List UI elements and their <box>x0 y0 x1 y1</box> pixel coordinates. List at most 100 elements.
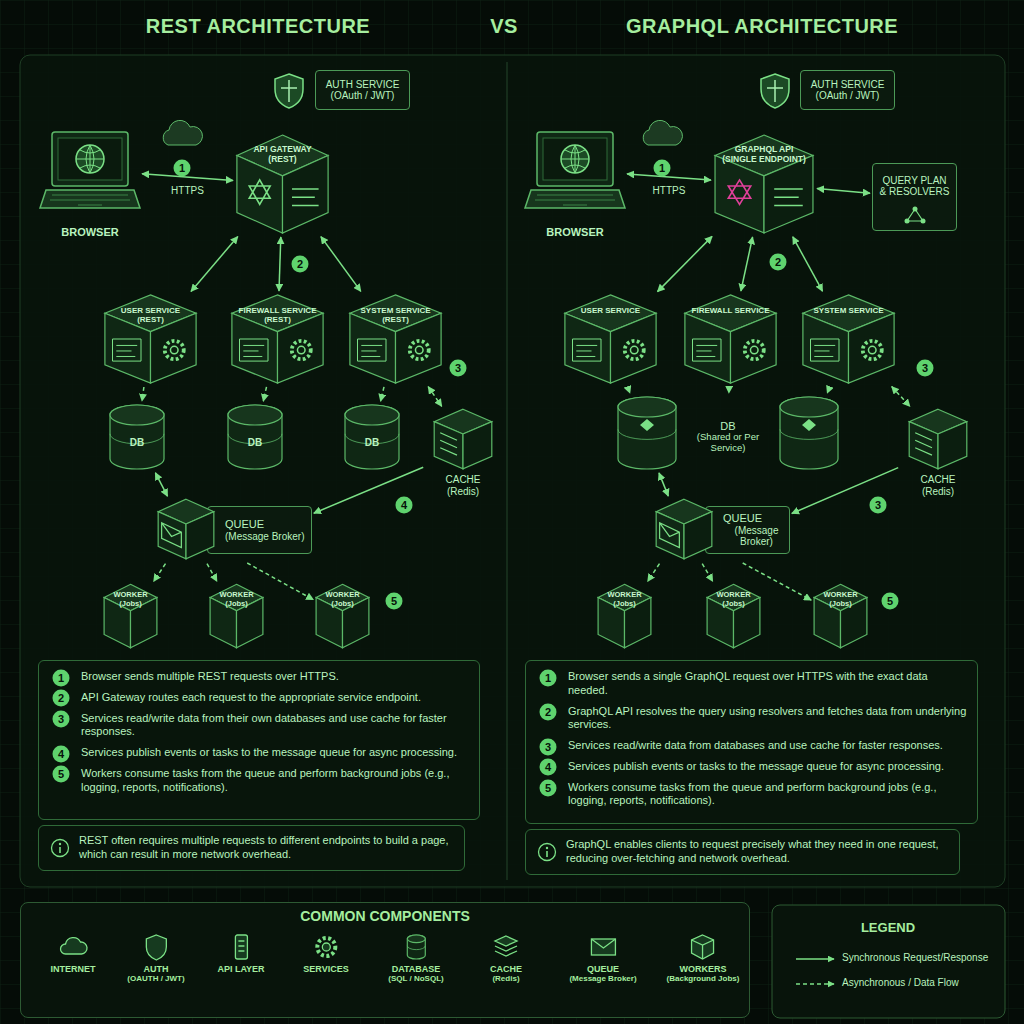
node-label: CACHE <box>490 964 522 974</box>
shape-part <box>915 433 932 455</box>
component-icon <box>401 933 431 961</box>
sync-connector <box>741 237 753 291</box>
node-sublabel: (Jobs) <box>829 600 852 609</box>
shape-part <box>618 397 676 417</box>
node-label: COMMON COMPONENTS <box>300 908 470 924</box>
auth-service-box: AUTH SERVICE(OAuth / JWT) <box>315 70 410 110</box>
database-cylinder: DB <box>343 403 401 471</box>
node-label: USER SERVICE <box>121 306 180 315</box>
callout-number: 5 <box>882 593 899 610</box>
shape-part <box>292 189 319 205</box>
shape-part <box>110 405 164 469</box>
cache-cube: CACHE(Redis) <box>425 408 501 506</box>
node-shape <box>343 403 401 471</box>
shape-part <box>660 523 680 548</box>
node-label: CACHE <box>920 474 955 486</box>
node-sublabel: (Message Broker) <box>225 531 304 543</box>
shape-part <box>543 138 607 180</box>
shape-part <box>240 339 269 361</box>
component-item: WORKERS(Background Jobs) <box>667 931 740 984</box>
callout-number: 5 <box>386 593 403 610</box>
node-label: FIREWALL SERVICE <box>239 306 317 315</box>
shape-part <box>237 155 283 233</box>
node-sublabel: API Gateway routes each request to the a… <box>81 691 469 705</box>
node-label: FIREWALL SERVICE <box>692 306 770 315</box>
node-label: GraphQL enables clients to request preci… <box>566 838 949 866</box>
node-shape <box>226 403 284 471</box>
component-icon <box>141 933 171 961</box>
async-connector <box>702 564 713 582</box>
node-shape <box>908 408 968 470</box>
shape-part <box>322 943 330 951</box>
shape-part <box>146 935 166 960</box>
sync-connector <box>793 237 823 291</box>
service-cube: USER SERVICE <box>563 293 658 385</box>
queue-broker: QUEUE(Message Broker) <box>157 498 312 562</box>
steps-panel: Browser sends multiple REST requests ove… <box>38 660 480 820</box>
shape-part <box>692 940 714 959</box>
shape-part <box>912 207 917 212</box>
async-connector <box>827 387 829 393</box>
async-connector <box>628 387 630 393</box>
node-sublabel: (Redis) <box>447 486 479 498</box>
node-label: Browser sends a single GraphQL request o… <box>568 670 967 698</box>
shape-part <box>52 132 128 186</box>
shape-part <box>249 180 270 204</box>
legend-title: LEGEND <box>861 920 915 935</box>
section-title: VS <box>490 15 518 38</box>
node-sublabel: (SINGLE ENDPOINT) <box>722 155 806 165</box>
node-label: Browser sends multiple REST requests ove… <box>81 670 469 684</box>
queue-frame <box>207 506 312 554</box>
node-sublabel: (Jobs) <box>613 600 636 609</box>
sync-connector <box>321 237 361 292</box>
node-sublabel: (Jobs) <box>119 600 142 609</box>
steps-panel: Browser sends a single GraphQL request o… <box>525 660 978 824</box>
shape-part <box>243 345 264 356</box>
shape-part <box>868 346 876 353</box>
node-label: SYSTEM SERVICE <box>813 306 883 315</box>
section-title: REST ARCHITECTURE <box>146 15 370 38</box>
component-icon <box>688 933 718 961</box>
legend-sample-dashed <box>796 983 834 985</box>
node-sublabel: (Shared or Per Service) <box>680 432 776 454</box>
node-sublabel: (REST) <box>268 155 296 165</box>
shape-part <box>618 397 676 469</box>
shape-part <box>228 405 282 425</box>
sync-connector <box>658 236 713 291</box>
shape-part <box>317 938 335 956</box>
divider <box>507 62 508 880</box>
api-gateway-cube: API GATEWAY(REST) <box>235 133 330 235</box>
node-sublabel: (Background Jobs) <box>667 974 740 983</box>
callout-number: 3 <box>53 711 70 728</box>
shape-part <box>811 339 840 361</box>
info-icon <box>50 838 70 858</box>
resolver-icon <box>903 205 927 225</box>
edge-label: HTTPS <box>651 184 688 195</box>
sync-connector <box>155 473 167 496</box>
node-label: BROWSER <box>61 226 118 239</box>
shape-part <box>546 851 548 857</box>
shape-part <box>358 339 387 361</box>
node-sublabel: Services publish events or tasks to the … <box>81 746 469 760</box>
callout-number: 2 <box>770 254 787 271</box>
node-shape <box>655 498 713 560</box>
callout-number: 1 <box>53 669 70 686</box>
browser-client: BROWSER <box>40 128 140 248</box>
node-sublabel: Workers consume tasks from the queue and… <box>568 781 967 809</box>
component-icon <box>491 933 521 961</box>
shape-part <box>158 512 186 559</box>
node-sublabel: (Message Broker) <box>569 974 636 983</box>
node-label: AUTH SERVICE <box>326 79 400 91</box>
node-sublabel: (Jobs) <box>225 600 248 609</box>
info-icon <box>537 842 557 862</box>
shield-mark <box>281 80 297 102</box>
node-label: WORKER <box>325 591 359 600</box>
info-note: REST often requires multiple requests to… <box>38 825 465 871</box>
node-label: AUTH SERVICE <box>811 79 885 91</box>
shape-part <box>539 844 556 861</box>
worker-cube: WORKER(Jobs) <box>706 583 761 649</box>
shield-shape <box>761 74 789 108</box>
service-cube: USER SERVICE(REST) <box>103 293 198 385</box>
cache-cube: CACHE(Redis) <box>900 408 976 506</box>
